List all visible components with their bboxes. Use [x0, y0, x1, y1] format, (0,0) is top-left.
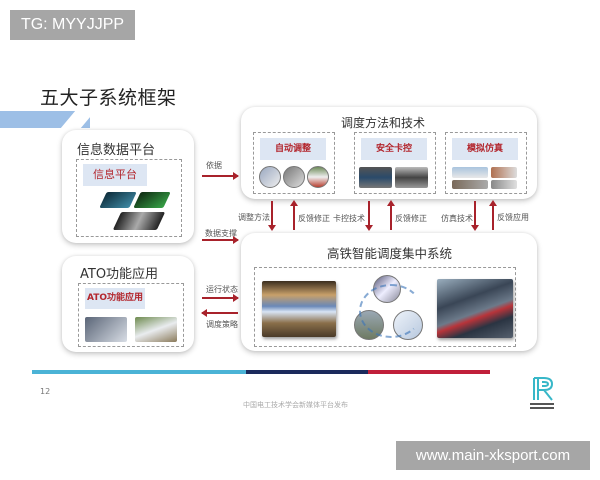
- arrow-label-feedback-apply: 反馈应用: [497, 213, 529, 222]
- module-safety-control-label: 安全卡控: [361, 138, 427, 160]
- ato-title: ATO功能应用: [80, 267, 159, 282]
- watermark-badge-top: TG: MYYJJPP: [10, 10, 135, 40]
- arrow-label-basis: 依据: [206, 161, 222, 170]
- arrow-label-sim-tech: 仿真技术: [441, 214, 473, 223]
- info-platform-label: 信息平台: [83, 164, 147, 186]
- module-simulation-label: 模拟仿真: [452, 138, 518, 160]
- info-platform-title: 信息数据平台: [77, 143, 156, 158]
- arrow-control-tech: [365, 201, 373, 231]
- info-platform-panel: 信息数据平台 信息平台: [62, 130, 194, 243]
- ato-panel: ATO功能应用 ATO功能应用: [62, 256, 194, 352]
- simulation-image-1: [452, 167, 488, 178]
- control-center-image: [262, 281, 336, 337]
- arrow-label-adjust-method: 调整方法: [238, 213, 270, 222]
- central-system-box: [254, 267, 516, 347]
- arrow-data-support: [202, 236, 239, 244]
- data-center-image-1: [99, 192, 137, 208]
- arrow-feedback-apply: [489, 200, 497, 230]
- simulation-image-3: [491, 167, 517, 178]
- cycle-arrows-icon: [359, 284, 423, 338]
- arrow-dispatch-strategy: [201, 309, 238, 317]
- watermark-badge-bottom: www.main-xksport.com: [396, 441, 590, 470]
- data-center-image-2: [133, 192, 171, 208]
- arrow-label-dispatch-strategy: 调度策略: [206, 320, 238, 329]
- arrow-adjust-method: [268, 201, 276, 231]
- page-number: 12: [40, 387, 51, 396]
- info-platform-box: 信息平台: [76, 159, 182, 237]
- safety-control-image-1: [359, 167, 392, 188]
- footer-bar-navy: [246, 370, 368, 374]
- arrow-label-feedback-fix-2: 反馈修正: [395, 214, 427, 223]
- simulation-image-2: [452, 180, 488, 189]
- auto-adjust-image-2: [283, 166, 305, 188]
- simulation-image-4: [491, 180, 517, 189]
- high-speed-trains-image: [437, 279, 513, 338]
- methods-title: 调度方法和技术: [341, 116, 426, 130]
- module-simulation: 模拟仿真: [445, 132, 527, 194]
- footer-bar-red: [368, 370, 490, 374]
- ato-box: ATO功能应用: [78, 283, 184, 347]
- module-auto-adjust-label: 自动调整: [260, 138, 326, 160]
- arrow-label-feedback-fix-1: 反馈修正: [298, 214, 330, 223]
- footer-publisher-text: 中国电工技术学会新媒体平台发布: [243, 401, 348, 409]
- arrow-sim-tech: [471, 201, 479, 231]
- organization-logo-icon: [522, 376, 562, 412]
- bullet-train-image: [135, 317, 177, 342]
- train-cab-image: [85, 317, 127, 342]
- arrow-label-run-state: 运行状态: [206, 285, 238, 294]
- module-safety-control: 安全卡控: [354, 132, 436, 194]
- data-center-image-3: [112, 212, 166, 230]
- footer-bar-cyan: [32, 370, 246, 374]
- central-system-panel: 高铁智能调度集中系统: [241, 233, 537, 351]
- module-auto-adjust: 自动调整: [253, 132, 335, 194]
- methods-panel: 调度方法和技术 自动调整 安全卡控 模拟仿真: [241, 107, 537, 199]
- arrow-feedback-fix-2: [387, 200, 395, 230]
- arrow-basis: [202, 172, 239, 180]
- ato-label: ATO功能应用: [85, 288, 145, 309]
- arrow-label-control-tech: 卡控技术: [333, 214, 365, 223]
- slide-title: 五大子系统框架: [40, 87, 177, 109]
- safety-control-image-2: [395, 167, 428, 188]
- auto-adjust-image-1: [259, 166, 281, 188]
- arrow-feedback-fix-1: [290, 200, 298, 230]
- auto-adjust-image-3: [307, 166, 329, 188]
- arrow-run-state: [202, 294, 239, 302]
- central-system-title: 高铁智能调度集中系统: [327, 246, 453, 261]
- arrow-label-data-support: 数据支撑: [205, 229, 237, 238]
